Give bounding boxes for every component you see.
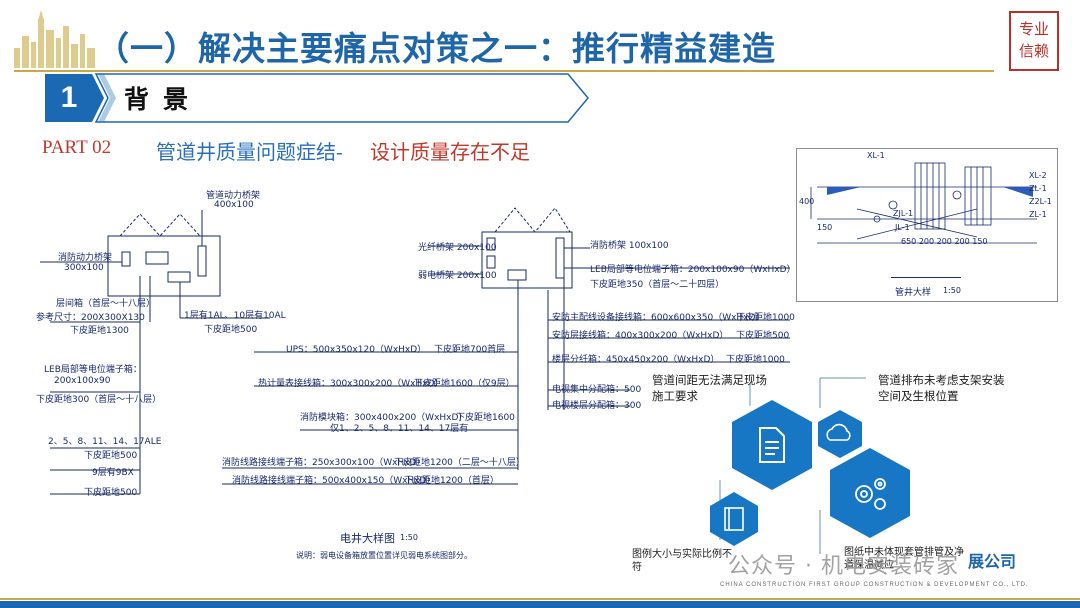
fire-link-floors: 仅1、2、5、8、11、14、17层有 [330,424,469,434]
issue-legend-scale: 图例大小与实际比例不符 [632,549,732,573]
reference-size-label: 参考尺寸：200X300X130 [36,313,145,323]
dimension-row: 650 200 200 200 150 [901,237,988,246]
hex-cloud [818,410,862,458]
footer-bar [0,598,1080,608]
section-label: 背景 [124,85,203,114]
fire-link-label: 消防模块箱：300x400x200（WxHxD） [300,413,468,423]
document-icon [759,427,785,463]
pipe-bridge-size: 400x100 [214,200,254,210]
xl2-label: XL-2 [1029,171,1047,180]
zl1a-label: ZL-1 [1029,184,1047,193]
cloud-icon [826,423,851,441]
floor-splitter-bottom: 下皮距地1000 [726,355,785,365]
floor9-label: 9层有9BX [92,468,134,478]
pipe-shaft-detail: XL-1 XL-2 ZL-1 Z2L-1 ZL-1 ZJL-1 JL-1 400… [796,148,1058,302]
issue-sleeve: 图纸中未体现套管排管及净道保温减应 [844,547,964,571]
hex-document [732,400,812,490]
section-banner [45,73,589,123]
tv-box-label: 电视集中分配箱：500 [552,385,642,395]
fire-terminal2-bottom: 下皮距地1200（首层） [404,476,499,486]
zjl1-label: ZJL-1 [893,209,914,218]
issue-spacing: 管道间距无法满足现场施工要求 [652,373,767,403]
bottom-500-c: 下皮距地500 [84,488,138,498]
fire-bridge-label: 消防动力桥架 [58,253,113,263]
tv-floor-box-label: 电视楼层分配箱：300 [552,401,642,411]
leb-mid-label: LEB局部等电位端子箱：200x100x90（WxHxD） [590,265,796,275]
light-bridge-label: 光纤桥架 200x100 [418,243,497,253]
ups-label: UPS：500x350x120（WxHxD） [286,345,427,355]
detail-scale: 1:50 [943,286,961,295]
part-label: PART 02 [42,137,112,158]
city-skyline-logo [14,10,95,68]
fire-bridge-size: 300x100 [64,263,104,273]
hex-gears [830,448,910,538]
floors-ale-label: 2、5、8、11、14、17ALE [48,437,162,447]
dim-150: 150 [817,223,833,232]
security-box-label: 安防主配线设备接线箱：600x600x350（WxHxD） [552,313,765,323]
weak-bridge-label: 弱电桥架 200x100 [418,271,497,281]
dim-400: 400 [799,197,815,206]
security-floor-box-label: 安防层接线箱：400x300x200（WxHxD） [552,331,729,341]
leb-label: LEB局部等电位端子箱： [44,365,142,375]
page-title: （一）解决主要痛点对策之一：推行精益建造 [96,29,776,68]
title-divider [14,70,994,72]
detail-caption: 管井大样 [895,288,932,298]
drawing-caption: 电井大样图 [340,532,395,545]
hexagon-cluster [710,377,910,554]
security-floor-bottom: 下皮距地500 [736,331,790,341]
security-box-bottom: 下皮距地1000 [736,313,795,323]
fire-link-bottom: 下皮距地1600 [456,413,515,423]
zl1b-label: Z2L-1 [1029,197,1052,206]
fire-terminal-label: 消防线路接线端子箱：250x300x100（WxHxD） [222,458,426,468]
bottom-1300-label: 下皮距地1300 [70,326,129,336]
hot-box-bottom: 下皮距地1600（仅9层） [414,379,515,389]
fire-terminal-bottom: 下皮距地1200（二层～十八层） [394,458,525,468]
fire-bridge-mid-label: 消防桥架 100x100 [590,241,669,251]
brand-seal-logo: 专业 信赖 [1009,11,1059,71]
leb-bottom-label: 下皮距地300（首层～十八层） [36,395,162,405]
company-english-name: CHINA CONSTRUCTION FIRST GROUP CONSTRUCT… [720,582,1029,588]
floors-al-label: 1层有1AL、10层有10AL [184,311,286,321]
distribution-box-label: 层间箱（首层～十八层） [56,299,156,309]
wechat-watermark: 公众号 · 机电安装砖家 [728,554,959,579]
ups-bottom: 下皮距地700首层 [434,345,506,355]
hex-book [710,492,758,546]
drawing-note: 说明：弱电设备箱放置位置详见弱电系统图部分。 [296,551,472,560]
svg-text:信赖: 信赖 [1019,42,1049,60]
book-icon [724,507,744,531]
detail-linework [810,162,1037,278]
issue-support: 管道排布未考虑支架安装空间及生根位置 [878,373,1005,403]
leb-mid-bottom: 下皮距地350（首层～二十四层） [590,280,725,290]
xl1-label: XL-1 [867,151,885,160]
zl1c-label: ZL-1 [1029,210,1047,219]
drawing-scale: 1:50 [400,533,418,542]
bottom-500-a: 下皮距地500 [204,325,258,335]
floor-splitter-label: 楼层分纤箱：450x450x200（WxHxD） [552,355,720,365]
company-short-name: 展公司 [968,552,1017,571]
fire-terminal2-label: 消防线路接线端子箱：500x400x150（WxHxD） [232,476,436,486]
subtitle-red: 设计质量存在不足 [370,140,530,164]
leb-size: 200x100x90 [54,376,111,386]
bottom-500-b: 下皮距地500 [84,451,138,461]
hot-box-label: 热计量表接线箱：300x300x200（WxHxD） [258,379,444,389]
pipe-bridge-label: 管道动力桥架 [206,191,261,201]
section-number: 1 [60,81,78,114]
jl1-label: JL-1 [895,223,910,232]
subtitle-blue: 管道井质量问题症结- [156,140,343,164]
gears-icon [855,478,886,510]
svg-text:专业: 专业 [1019,20,1049,38]
